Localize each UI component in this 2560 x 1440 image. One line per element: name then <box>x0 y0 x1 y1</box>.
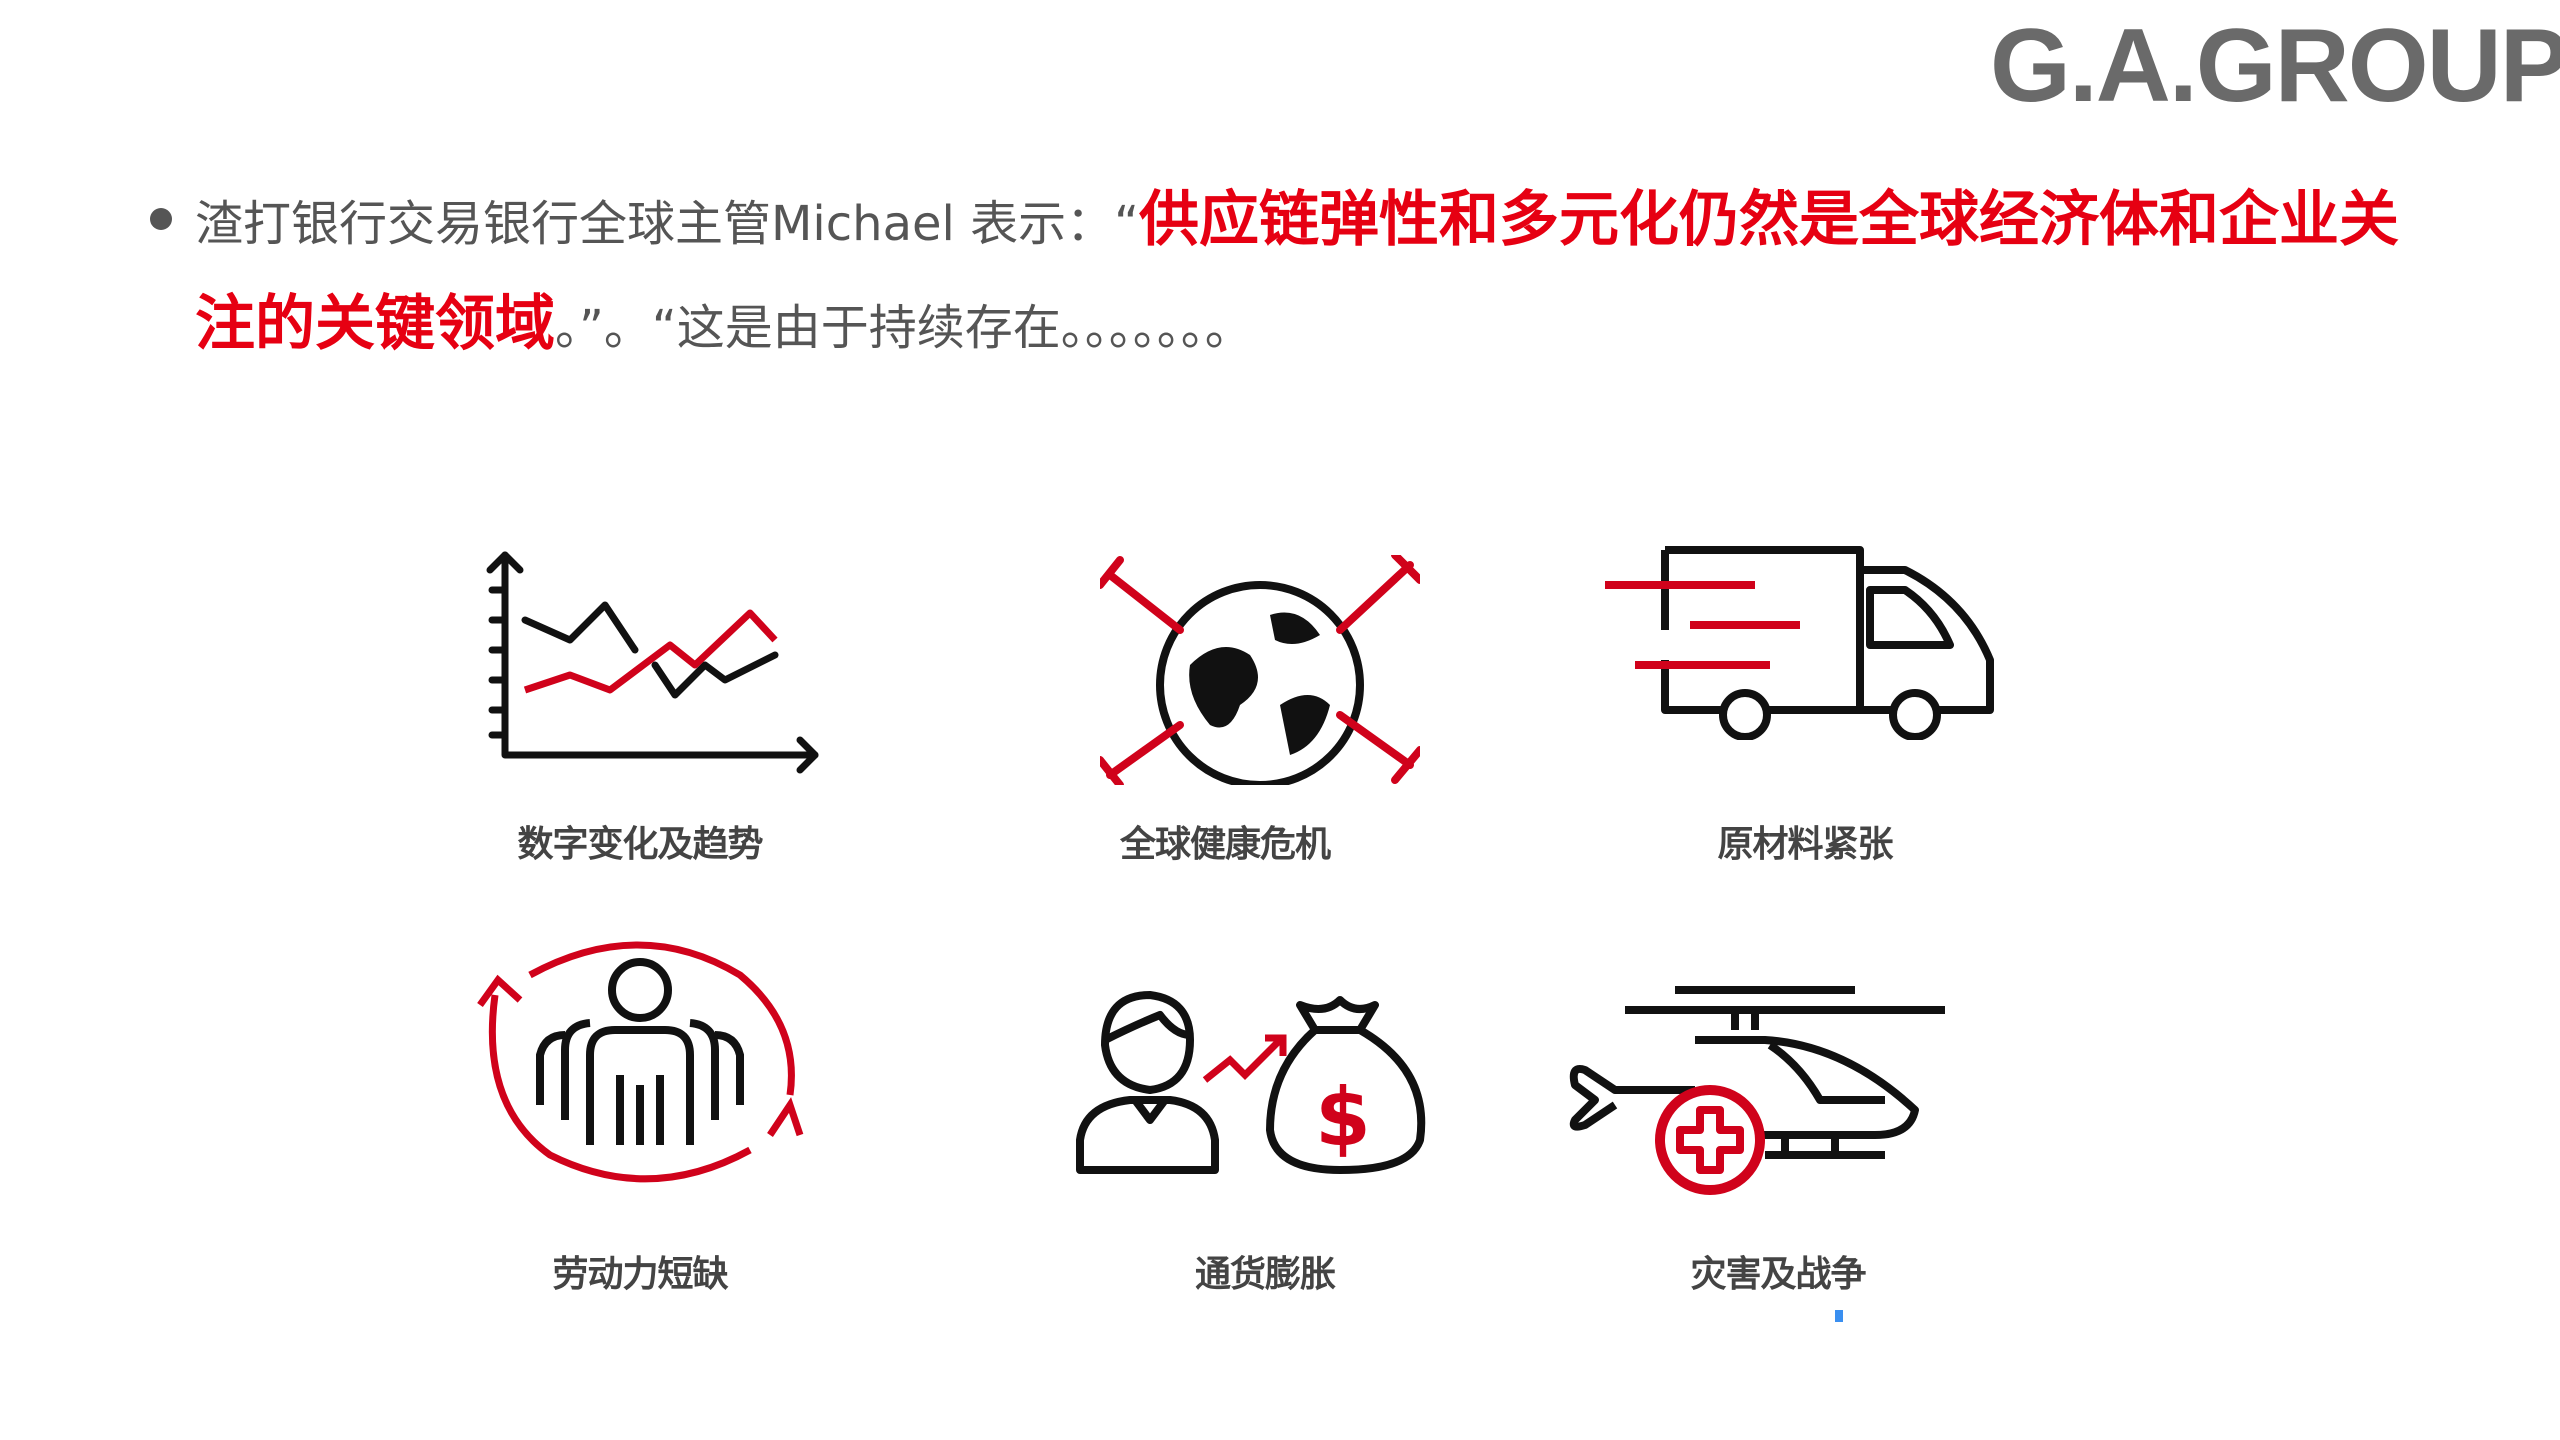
cursor-mark <box>1835 1310 1843 1322</box>
medical-helicopter-icon <box>1569 986 1945 1195</box>
factor-label: 通货膨胀 <box>1194 1254 1336 1295</box>
quote-text: 渣打银行交易银行全球主管Michael 表示：“供应链弹性和多元化仍然是全球经济… <box>195 170 2450 378</box>
quote-prefix: 渣打银行交易银行全球主管Michael 表示：“ <box>195 196 1139 252</box>
globe-syringe-icon <box>1100 555 1420 785</box>
money-bag-icon: $ <box>1076 991 1426 1174</box>
quote-bullet: 渣打银行交易银行全球主管Michael 表示：“供应链弹性和多元化仍然是全球经济… <box>150 170 2450 378</box>
factor-label: 劳动力短缺 <box>552 1254 728 1295</box>
factor-label: 灾害及战争 <box>1690 1254 1866 1295</box>
company-logo: G.A.GROUP <box>1990 8 2560 124</box>
line-chart-icon <box>486 551 819 774</box>
factor-label: 全球健康危机 <box>1119 824 1331 865</box>
bullet-dot <box>150 208 172 230</box>
factor-label: 原材料紧张 <box>1717 824 1893 865</box>
svg-text:$: $ <box>1315 1071 1371 1164</box>
delivery-truck-icon <box>1605 546 1994 740</box>
quote-highlight: 供应链弹性和多元化仍然是全球经济体和企业关注的关键领域 <box>195 185 2399 359</box>
workforce-cycle-icon <box>477 941 804 1183</box>
factor-label: 数字变化及趋势 <box>517 824 763 865</box>
quote-suffix: 。”。“这是由于持续存在。。。。。。。 <box>555 300 1253 356</box>
